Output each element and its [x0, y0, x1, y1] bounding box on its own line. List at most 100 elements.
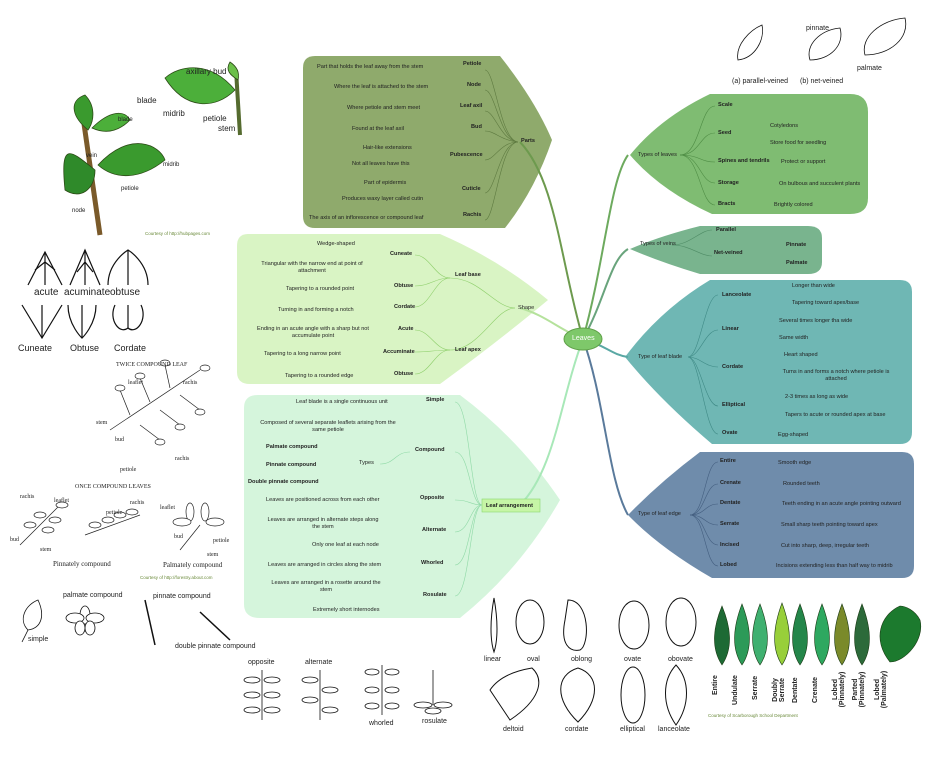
scale-label: Scale — [718, 102, 733, 108]
types-veins-node-bg — [630, 226, 822, 274]
edge-desc: Incisions extending less than half way t… — [776, 563, 893, 569]
shape-node-bg — [237, 234, 548, 384]
parts-term: Rachis — [463, 212, 482, 218]
img-label: whorled — [369, 720, 394, 727]
edge-term: Lobed — [720, 562, 737, 568]
twice-compound-illustration — [109, 359, 211, 446]
alternate-desc2: Only one leaf at each node — [312, 542, 379, 548]
img-label: leaflet — [160, 505, 175, 511]
protect-desc: Protect or support — [781, 159, 826, 165]
types-leaves-title: Types of leaves — [638, 152, 677, 158]
leaf-parts-illustration — [63, 61, 242, 236]
once-compound-illustration — [19, 501, 225, 551]
shape-label-linear: linear — [484, 656, 502, 663]
base-cuneate: Cuneate — [18, 343, 53, 353]
edge-term: Serrate — [720, 521, 740, 527]
img-label: bud — [115, 437, 124, 443]
img-label: petiole — [203, 114, 227, 123]
shape-label-lanceolate: lanceolate — [658, 726, 690, 733]
img-label: rosulate — [422, 718, 447, 725]
shape-term: Obtuse — [394, 371, 414, 377]
pinnate-vein-label: Pinnate — [786, 242, 807, 248]
img-label: pinnate compound — [153, 593, 211, 600]
courtesy-2: Courtesy of http://forestry.about.com — [140, 575, 213, 580]
rosulate-desc2: Extremely short internodes — [313, 607, 380, 613]
storage-desc: On bulbous and succulent plants — [779, 181, 861, 187]
rosulate-label: Rosulate — [423, 592, 447, 598]
base-obtuse: Obtuse — [70, 343, 100, 353]
edge-term: Incised — [720, 542, 740, 548]
img-label: leaflet — [128, 380, 143, 386]
ovate-label: Ovate — [722, 430, 738, 436]
edge-term: Entire — [720, 458, 736, 464]
bracts-label: Bracts — [718, 201, 736, 207]
types-veins-title: Types of veins — [640, 241, 676, 247]
shape-label-oblong: oblong — [571, 656, 593, 663]
cordate-2: Turns in and forms a notch where petiole… — [782, 369, 890, 382]
shape-desc: Triangular with the narrow end at point … — [261, 261, 363, 274]
shape-label-elliptical: elliptical — [620, 726, 645, 733]
apex-obtuse: obtuse — [110, 287, 141, 298]
alternate-label: Alternate — [422, 527, 447, 533]
img-label: midrib — [163, 162, 180, 168]
palmate-compound: Palmate compound — [266, 444, 318, 450]
img-label: simple — [28, 636, 49, 643]
net-veined-label: Net-veined — [714, 250, 743, 256]
center-label: Leaves — [572, 335, 595, 342]
edge-label: Crenate — [812, 676, 819, 703]
types-leaves-node-bg — [630, 94, 868, 214]
compound-desc: Composed of several separate leaflets ar… — [260, 420, 396, 433]
img-label: stem — [207, 552, 219, 558]
cotyledons: Cotyledons — [770, 123, 798, 129]
shape-label-oval: oval — [527, 656, 540, 663]
rosulate-desc: Leaves are arranged in a rosette around … — [271, 580, 381, 593]
img-label: palmate compound — [63, 592, 123, 599]
parts-desc: Where the leaf is attached to the stem — [334, 84, 429, 90]
apex-acute: acute — [34, 287, 59, 298]
vein-label-pinnate: pinnate — [806, 25, 829, 32]
shape-desc: Tapering to a rounded edge — [285, 373, 354, 379]
leaf-base-label: Leaf base — [455, 272, 481, 278]
shape-term: Cuneate — [390, 251, 413, 257]
parts-term: Leaf axil — [460, 103, 483, 109]
center-node-bg — [563, 327, 603, 351]
edge-label: Entire — [712, 675, 719, 695]
edge-desc: Teeth ending in an acute angle pointing … — [782, 501, 901, 507]
apex-acuminate: acuminate — [64, 287, 111, 298]
types-label: Types — [359, 460, 374, 466]
edge-term: Crenate — [720, 480, 741, 486]
apex-base-illustrations — [21, 248, 149, 340]
parts-desc: Found at the leaf axil — [352, 126, 404, 132]
img-label: stem — [218, 124, 236, 133]
edge-label: Parted (Pinnately) — [852, 671, 866, 708]
edge-label: Dentate — [792, 677, 799, 703]
img-label: leaflet — [54, 498, 69, 504]
base-cordate: Cordate — [114, 343, 147, 353]
compound-label: Compound — [415, 447, 445, 453]
edge-desc: Cut into sharp, deep, irregular teeth — [781, 543, 869, 549]
storage-label: Storage — [718, 180, 739, 186]
parts-term: Petiole — [463, 61, 482, 67]
vein-label-parallel: (a) parallel-veined — [732, 78, 789, 85]
edge-desc: Smooth edge — [778, 460, 812, 466]
img-label: Palmately compound — [163, 561, 223, 569]
leaf-arrangement-box — [481, 498, 541, 513]
leaf-blade-title: Type of leaf blade — [638, 354, 683, 360]
lanceolate-2: Tapering toward apex/base — [792, 300, 860, 306]
leaf-edge-title: Type of leaf edge — [638, 511, 681, 517]
leaf-apex-label: Leaf apex — [455, 347, 481, 353]
img-label: stem — [40, 547, 52, 553]
img-label: midrib — [163, 109, 185, 118]
img-label: bud — [174, 534, 183, 540]
parts-term: Pubescence — [450, 152, 483, 158]
shape-label-obovate: obovate — [668, 656, 693, 663]
img-label: Pinnately compound — [53, 560, 111, 568]
simple-label: Simple — [426, 397, 445, 403]
edge-term: Dentate — [720, 500, 741, 506]
edge-label: Serrate — [752, 675, 759, 700]
pinnate-compound: Pinnate compound — [266, 462, 317, 468]
img-label: stem — [96, 420, 108, 426]
shape-label-cordate: cordate — [565, 726, 589, 733]
